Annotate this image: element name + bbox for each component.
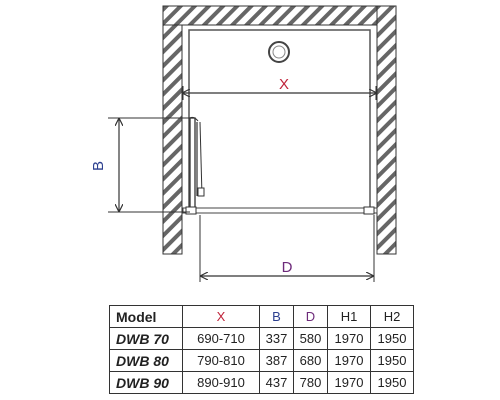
cell-b: 337 (259, 327, 294, 350)
cell-model: DWB 80 (109, 349, 183, 372)
header-b: B (259, 305, 294, 328)
drain (268, 41, 290, 63)
cell-h2: 1950 (370, 327, 414, 350)
front-profile (182, 206, 378, 215)
dimension-x: X (183, 76, 376, 100)
table-row: DWB 70 690-710 337 580 1970 1950 (109, 327, 414, 350)
cell-h2: 1950 (370, 349, 414, 372)
header-x: X (182, 305, 260, 328)
back-wall (162, 5, 397, 26)
table-header-row: Model X B D H1 H2 (109, 305, 414, 328)
cell-model: DWB 70 (109, 327, 183, 350)
cell-d: 780 (293, 371, 328, 394)
door-panel (189, 116, 205, 213)
cell-d: 580 (293, 327, 328, 350)
cell-model: DWB 90 (109, 371, 183, 394)
cell-h2: 1950 (370, 371, 414, 394)
cell-b: 437 (259, 371, 294, 394)
dimension-b-label: B (90, 161, 107, 171)
cell-b: 387 (259, 349, 294, 372)
dimensions-table: Model X B D H1 H2 DWB 70 690-710 337 580… (109, 305, 414, 394)
dimension-d-label: D (282, 259, 293, 276)
header-h2: H2 (370, 305, 414, 328)
cell-d: 680 (293, 349, 328, 372)
dimension-b: B (90, 117, 190, 213)
shower-door-plan-diagram: X B D (90, 5, 397, 282)
left-wall (162, 5, 183, 255)
table-row: DWB 80 790-810 387 680 1970 1950 (109, 349, 414, 372)
header-h1: H1 (327, 305, 371, 328)
cell-h1: 1970 (327, 327, 371, 350)
cell-x: 690-710 (182, 327, 260, 350)
walls (162, 5, 397, 255)
right-wall (376, 5, 397, 255)
header-d: D (293, 305, 328, 328)
dimension-d: D (199, 215, 375, 282)
header-model: Model (109, 305, 183, 328)
cell-x: 890-910 (182, 371, 260, 394)
cell-h1: 1970 (327, 349, 371, 372)
table-row: DWB 90 890-910 437 780 1970 1950 (109, 371, 414, 394)
dimension-x-label: X (279, 76, 289, 93)
cell-h1: 1970 (327, 371, 371, 394)
cell-x: 790-810 (182, 349, 260, 372)
